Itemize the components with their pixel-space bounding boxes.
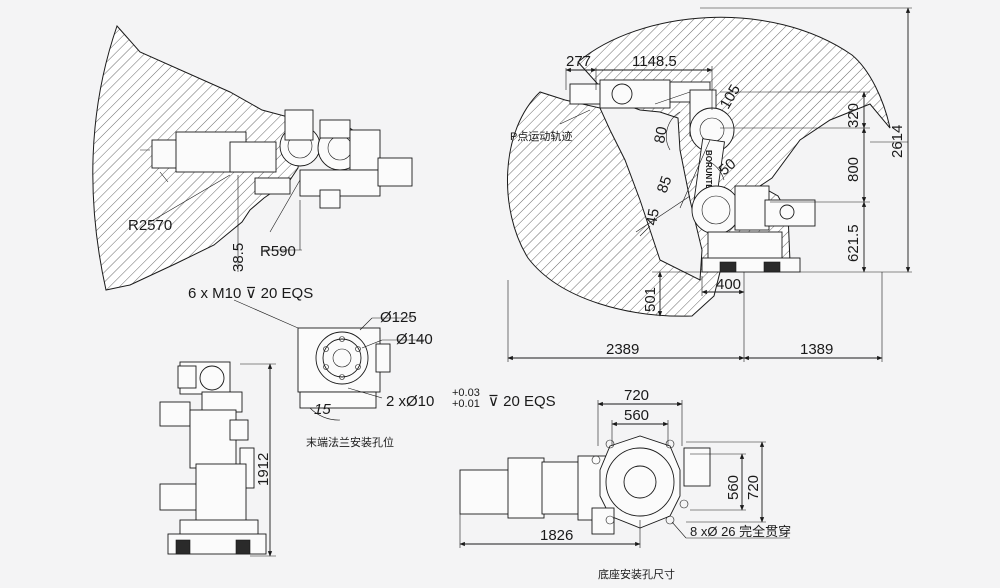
dim-y-320: 320: [845, 103, 862, 128]
brand-text: BORUNTE: [704, 150, 713, 190]
dim-y-621-5: 621.5: [845, 224, 862, 262]
base-dim-560-top: 560: [624, 407, 649, 424]
side-view-workspace: BORUNTE: [507, 16, 891, 317]
wrist-path-label: P点运动轨迹: [510, 129, 572, 143]
base-caption: 底座安装孔尺寸: [598, 567, 675, 581]
flange-caption: 末端法兰安装孔位: [306, 435, 394, 449]
dim-height-1912: 1912: [255, 453, 272, 486]
offset-dim-label: 38.5: [230, 243, 247, 272]
dim-501: 501: [642, 287, 659, 312]
flange-dia-140: Ø140: [396, 331, 433, 348]
base-hole-spec: 8 xØ 26 完全贯穿: [690, 524, 791, 539]
dim-400: 400: [716, 276, 741, 293]
dim-2389: 2389: [606, 341, 639, 358]
base-dim-1826: 1826: [540, 527, 573, 544]
dim-1389: 1389: [800, 341, 833, 358]
dim-y-800: 800: [845, 157, 862, 182]
flange-bolt-spec: 6 x M10 ⊽ 20 EQS: [188, 285, 313, 302]
inner-radius-label: R590: [260, 243, 296, 260]
flange-detail: [233, 299, 426, 421]
flange-tol-upper: +0.03: [452, 387, 480, 399]
side-view-dimensions: [507, 7, 912, 362]
base-view: [459, 400, 790, 548]
flange-angle-15: 15: [314, 401, 331, 418]
base-dim-720-side: 720: [745, 475, 762, 500]
flange-pin-suffix: ⊽ 20 EQS: [488, 393, 556, 410]
dim-x-1148-5: 1148.5: [632, 53, 677, 70]
flange-dia-125: Ø125: [380, 309, 417, 326]
base-dim-560-side: 560: [725, 475, 742, 500]
side-view-robot: BORUNTE: [569, 79, 816, 273]
angle-45: 45: [643, 207, 663, 226]
angle-85: 85: [654, 174, 676, 195]
angle-80: 80: [651, 125, 671, 144]
flange-pin-prefix: 2 xØ10: [386, 393, 434, 410]
top-view-workspace: [92, 25, 413, 291]
reach-radius-label: R2570: [128, 217, 172, 234]
top-view-robot: [140, 109, 413, 209]
flange-tol-lower: +0.01: [452, 398, 480, 410]
dim-y-2614: 2614: [889, 125, 906, 158]
dim-x-277: 277: [566, 53, 591, 70]
base-dim-720-top: 720: [624, 387, 649, 404]
front-view-robot: [159, 361, 276, 557]
